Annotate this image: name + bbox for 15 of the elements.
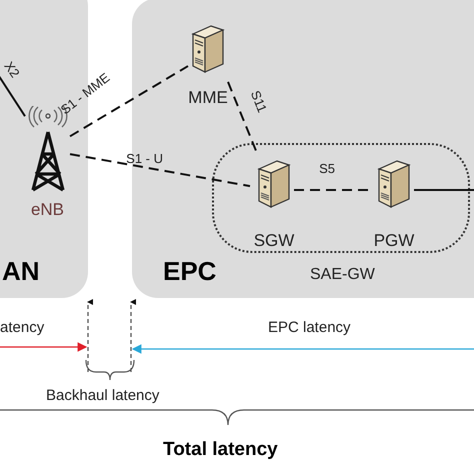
edge-label: X2 [1, 58, 24, 82]
edge-label: S1 - U [125, 152, 164, 165]
connector-line [70, 153, 250, 188]
connector-line [69, 65, 189, 138]
node-label: MME [188, 86, 228, 108]
group-label: SAE-GW [310, 265, 375, 285]
panel-title: EPC [163, 258, 216, 284]
edge-label: S11 [248, 87, 270, 116]
connector-line [414, 189, 474, 191]
edge-label: S5 [318, 162, 336, 175]
node-label: PGW [374, 230, 414, 251]
panel-title: AN [2, 258, 40, 284]
connector-line [294, 189, 370, 191]
node-label: eNB [30, 198, 64, 220]
node-label: SGW [254, 230, 294, 251]
